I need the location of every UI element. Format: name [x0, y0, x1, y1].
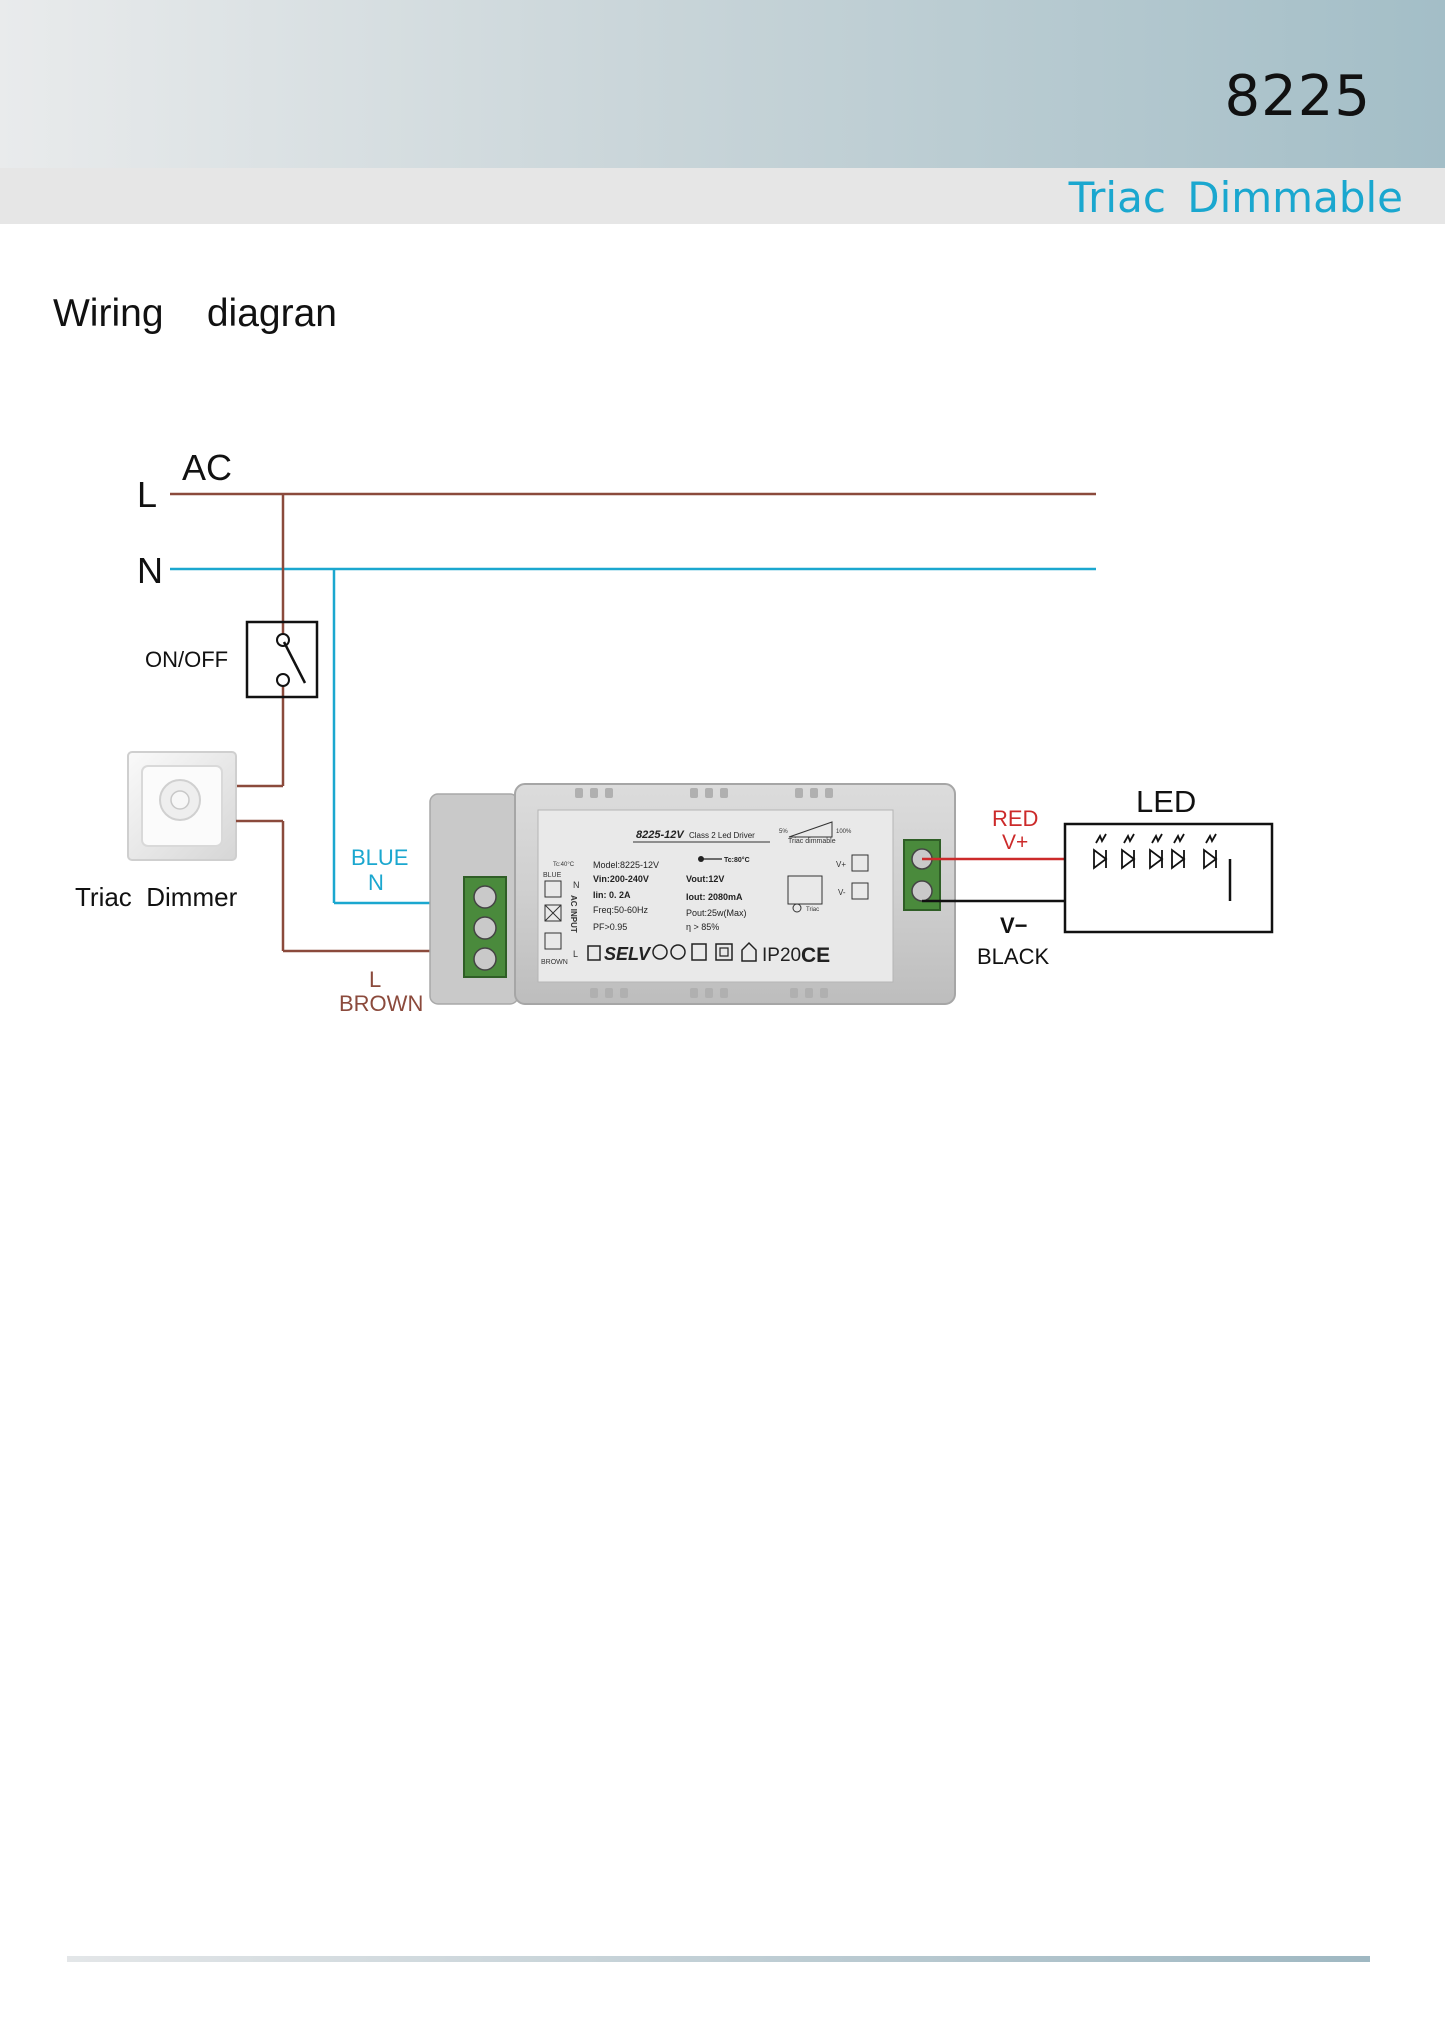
driver-circuit-icon: [787, 875, 823, 905]
driver-model: Model:8225-12V: [593, 860, 659, 870]
driver-vents: [575, 788, 833, 998]
header-subbar: [0, 168, 1445, 224]
driver-terminal-n-icon: [544, 880, 562, 898]
blue-wire-label: BLUE: [351, 845, 408, 870]
driver-dimming-high: 100%: [836, 829, 852, 835]
driver-tc-point: Tc:80°C: [724, 856, 750, 864]
driver-dimming-text: Triac dimmable: [788, 838, 836, 845]
led-diode-icon: [1149, 848, 1164, 870]
footer-line: [67, 1956, 1370, 1962]
led-diodes: [1093, 833, 1218, 870]
input-terminal-screw-2: [473, 916, 497, 940]
led-box: [1063, 822, 1274, 934]
dimming-ramp-icon: [788, 821, 833, 838]
ac-label: AC: [182, 447, 232, 488]
driver-fire-icon: [670, 944, 686, 960]
black-wire-sub: BLACK: [977, 944, 1049, 969]
driver-triac-small: Triac: [806, 907, 819, 913]
driver-class-text: Class 2 Led Driver: [689, 831, 755, 840]
driver-ce-mark: CE: [801, 944, 830, 967]
driver-iout: Iout: 2080mA: [686, 892, 743, 902]
driver-certification-icon: [587, 945, 601, 961]
driver-vout: Vout:12V: [686, 874, 724, 884]
driver-vin: Vin:200-240V: [593, 874, 649, 884]
driver-ip-rating: IP20: [762, 945, 801, 966]
driver-dimming-low: 5%: [779, 829, 788, 835]
section-title: Wiring diagran: [53, 292, 337, 335]
line-label: L: [137, 474, 157, 515]
dimmer-label: Triac Dimmer: [75, 882, 238, 912]
driver-vplus-small: V+: [836, 860, 846, 869]
black-wire-label: V−: [1000, 913, 1028, 938]
driver-pout: Pout:25w(Max): [686, 908, 747, 918]
led-diode-icon: [1093, 848, 1108, 870]
page-subtitle: Triac Dimmable: [1068, 173, 1403, 222]
led-diode-icon: [1121, 848, 1136, 870]
dimmer-knob-center: [170, 790, 190, 810]
driver-terminal-vplus-icon: [851, 854, 869, 872]
led-diode-icon: [1171, 848, 1186, 870]
brown-wire-label: L: [369, 967, 381, 992]
led-label: LED: [1136, 784, 1196, 819]
switch-contact-bottom: [276, 673, 290, 687]
driver-iin: Iin: 0. 2A: [593, 890, 631, 900]
driver-indoor-icon: [741, 941, 757, 962]
driver-vminus-small: V-: [838, 888, 846, 897]
driver-terminal-l-icon: [544, 932, 562, 950]
driver-marks: SELV: [604, 944, 652, 964]
driver-eta: η > 85%: [686, 922, 719, 932]
blue-wire-sub: N: [368, 870, 384, 895]
driver-earth-cross-2: [544, 904, 562, 922]
driver-triac-icon: [792, 903, 802, 913]
red-wire-sub: V+: [1002, 831, 1028, 854]
driver-earth-icon: [544, 904, 562, 922]
driver-safety-icon: [652, 944, 668, 960]
switch-box: [245, 620, 319, 699]
switch-contact-top: [276, 633, 290, 647]
driver-ac-input: AC INPUT: [569, 895, 578, 933]
driver-class2-icon: [715, 943, 733, 961]
switch-lever: [282, 641, 307, 684]
led-driver: 8225-12V Class 2 Led Driver 5% 100% Tria…: [429, 783, 956, 1005]
switch-label: ON/OFF: [145, 647, 228, 672]
driver-model-title: 8225-12V: [636, 829, 685, 841]
output-terminal-screw-2: [911, 880, 933, 902]
driver-blue-small: BLUE: [543, 872, 562, 879]
red-wire-label: RED: [992, 806, 1038, 831]
model-number: 8225: [1224, 64, 1371, 129]
header-banner: [0, 0, 1445, 168]
driver-terminal-vminus-icon: [851, 882, 869, 900]
driver-brown-small: BROWN: [541, 959, 568, 966]
led-diode-icon: [1203, 848, 1218, 870]
neutral-label: N: [137, 550, 163, 591]
driver-n-small: N: [573, 880, 580, 890]
driver-class2-inner: [719, 947, 729, 957]
input-terminal-screw-1: [473, 885, 497, 909]
brown-wire-sub: BROWN: [339, 991, 423, 1016]
input-terminal-screw-3: [473, 947, 497, 971]
driver-l-small: L: [573, 949, 578, 959]
driver-freq: Freq:50-60Hz: [593, 905, 649, 915]
driver-pf: PF>0.95: [593, 922, 627, 932]
driver-weee-icon: [691, 943, 707, 961]
driver-tc-small: Tc:40°C: [553, 862, 575, 868]
